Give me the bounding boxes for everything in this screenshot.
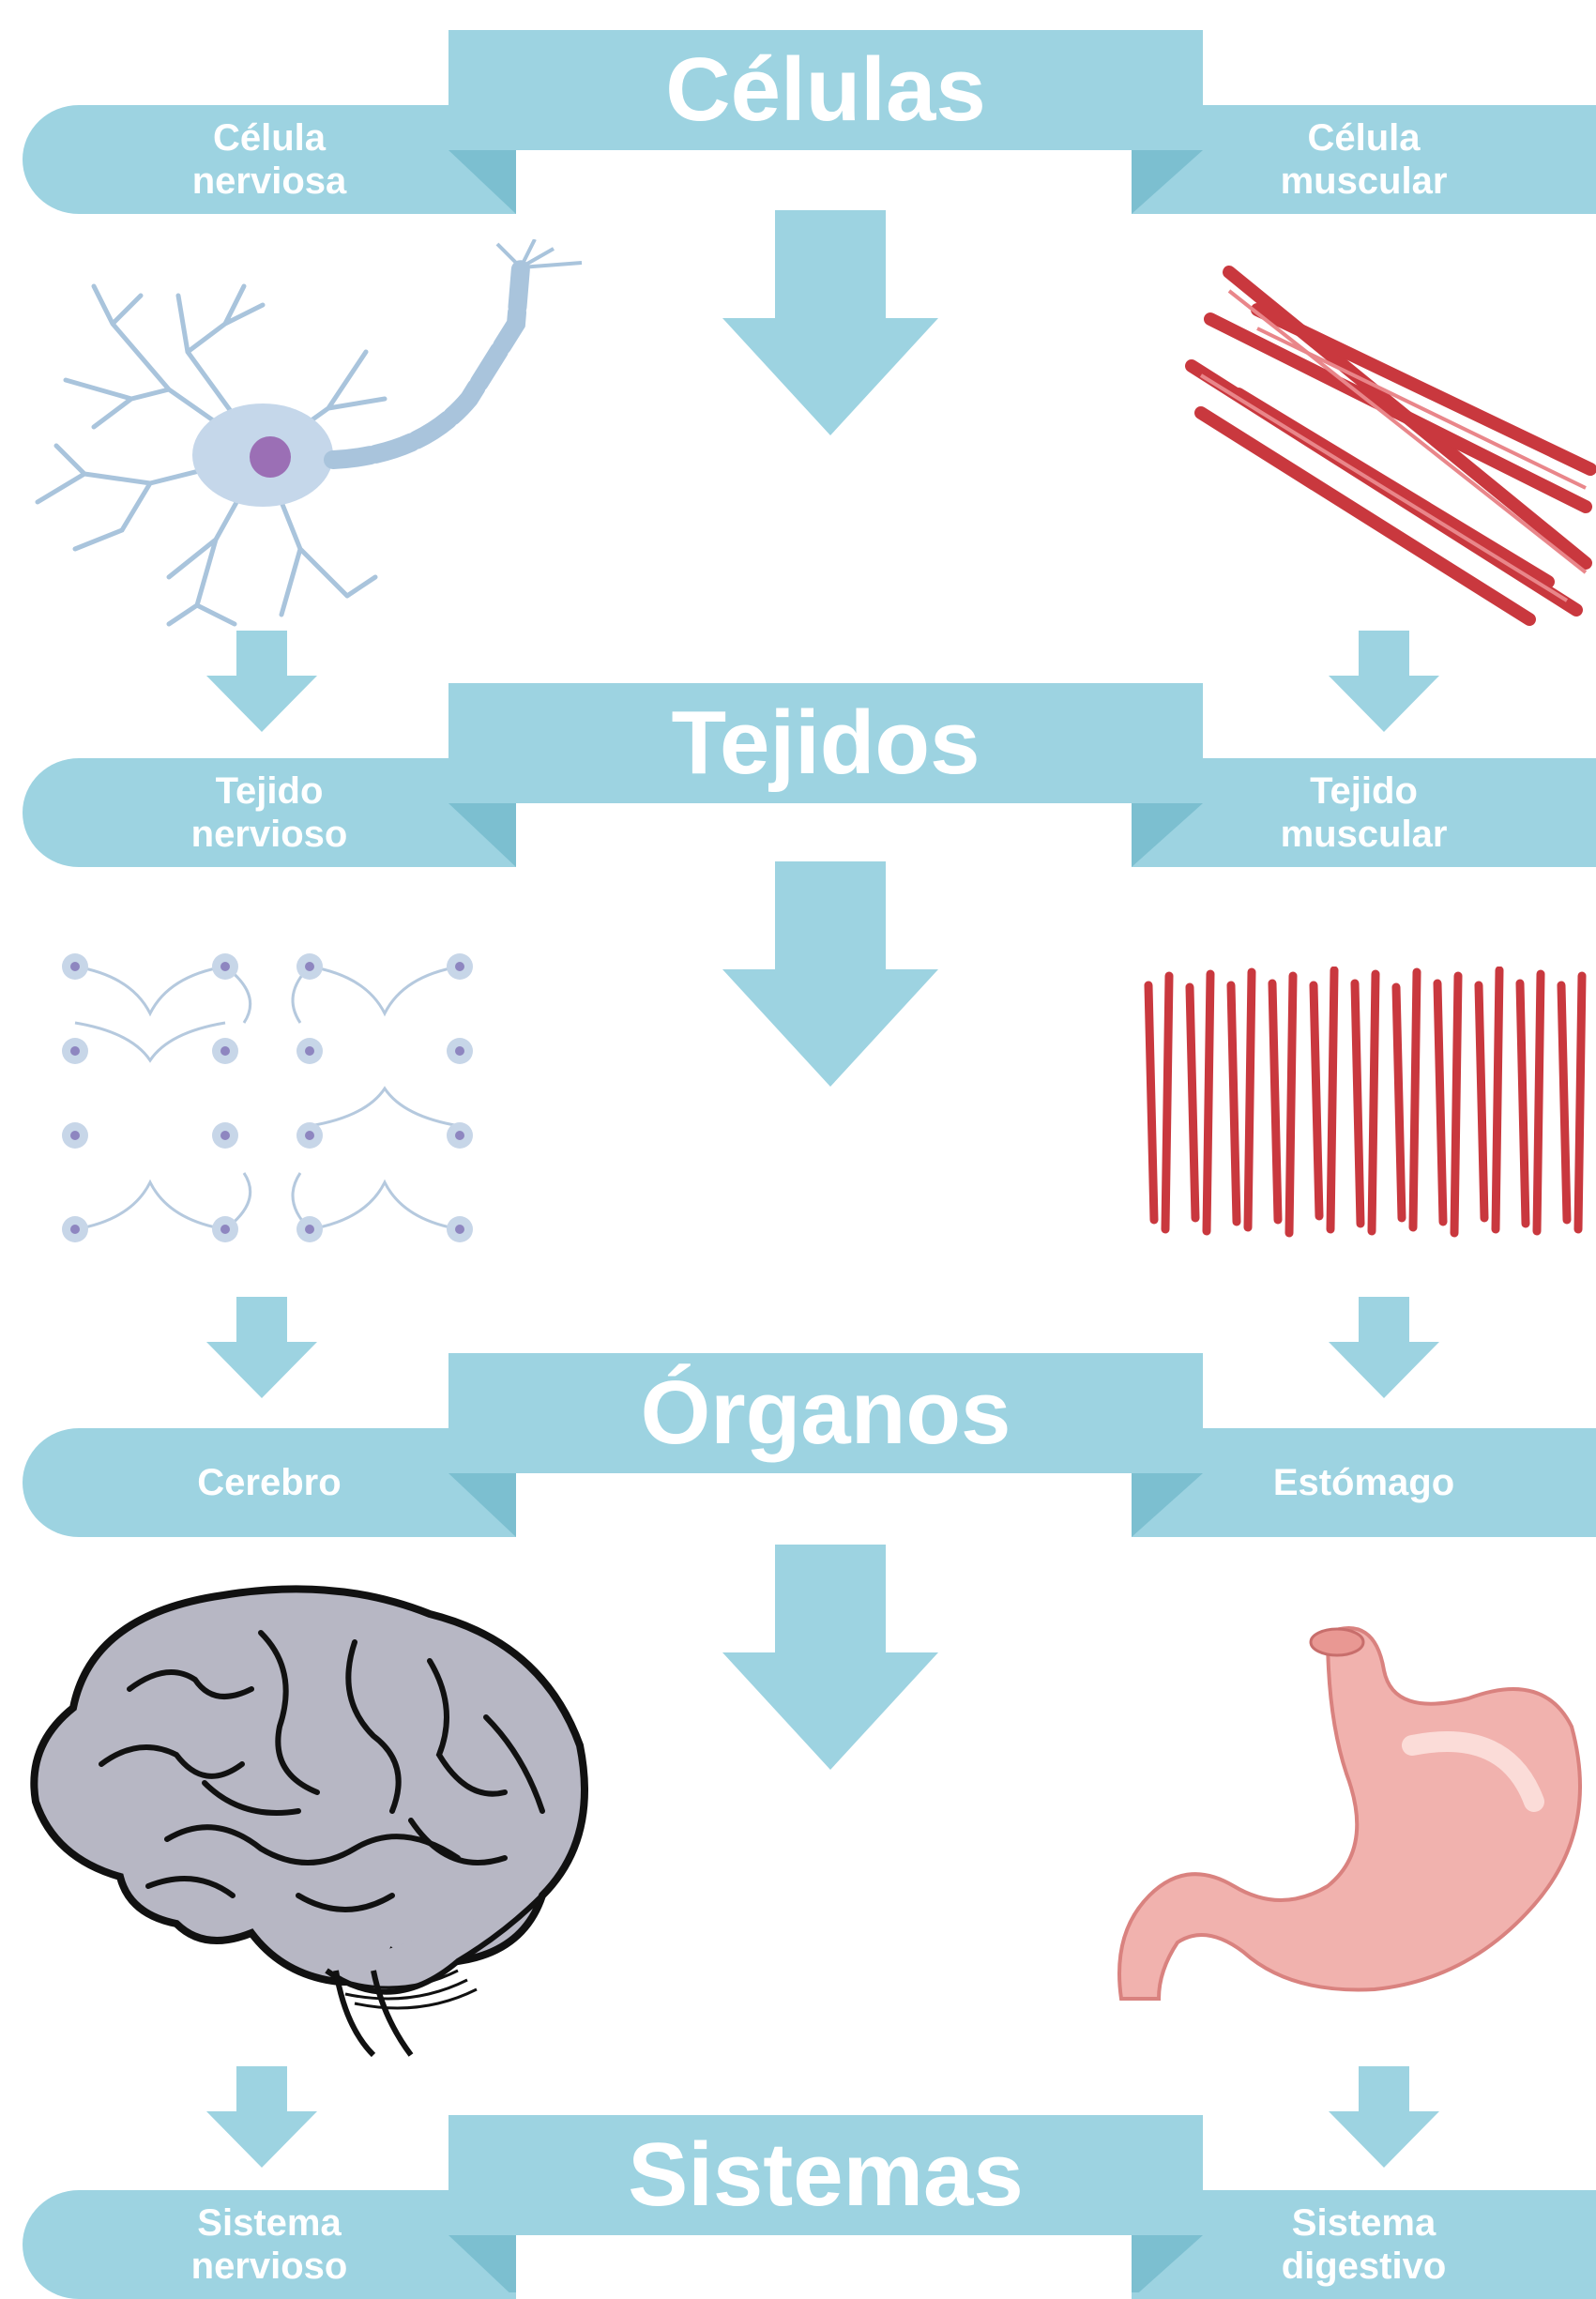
brain-icon: [30, 1585, 588, 2058]
banner-fold-right: [1132, 150, 1203, 214]
small-arrow-left: [206, 1297, 317, 1398]
small-arrow-right: [1329, 1297, 1439, 1398]
left-label-nerve-cell: Célula nerviosa: [23, 105, 516, 214]
right-label-stomach: Estómago: [1132, 1428, 1596, 1537]
neuron-icon: [35, 239, 583, 627]
nerve-tissue-icon: [62, 953, 473, 1242]
level-title-cells: Células: [448, 30, 1203, 150]
level-title-tissues: Tejidos: [448, 683, 1203, 803]
banner-fold-left: [448, 803, 516, 867]
down-arrow-large: [722, 861, 938, 1087]
down-arrow-large: [722, 1545, 938, 1770]
right-label-digestive-system: Sistema digestivo: [1132, 2190, 1596, 2299]
left-label-nerve-tissue: Tejido nervioso: [23, 758, 516, 867]
small-arrow-right: [1329, 631, 1439, 732]
left-label-nervous-system: Sistema nervioso: [23, 2190, 516, 2299]
banner-fold-right: [1132, 803, 1203, 867]
banner-fold-left: [448, 1473, 516, 1537]
left-label-brain: Cerebro: [23, 1428, 516, 1537]
level-title-systems: Sistemas: [448, 2115, 1203, 2235]
small-arrow-left: [206, 2066, 317, 2168]
right-label-muscle-tissue: Tejido muscular: [1132, 758, 1596, 867]
banner-fold-left: [448, 2235, 516, 2292]
muscle-tissue-icon: [1144, 967, 1587, 1238]
banner-fold-right: [1132, 1473, 1203, 1537]
muscle-fiber-icon: [1185, 266, 1596, 626]
stomach-icon: [1117, 1626, 1582, 2001]
right-label-muscle-cell: Célula muscular: [1132, 105, 1596, 214]
small-arrow-left: [206, 631, 317, 732]
banner-fold-left: [448, 150, 516, 214]
level-title-text: Células: [665, 39, 986, 140]
down-arrow-large: [722, 210, 938, 435]
level-title-organs: Órganos: [448, 1353, 1203, 1473]
banner-fold-right: [1132, 2235, 1203, 2292]
small-arrow-right: [1329, 2066, 1439, 2168]
